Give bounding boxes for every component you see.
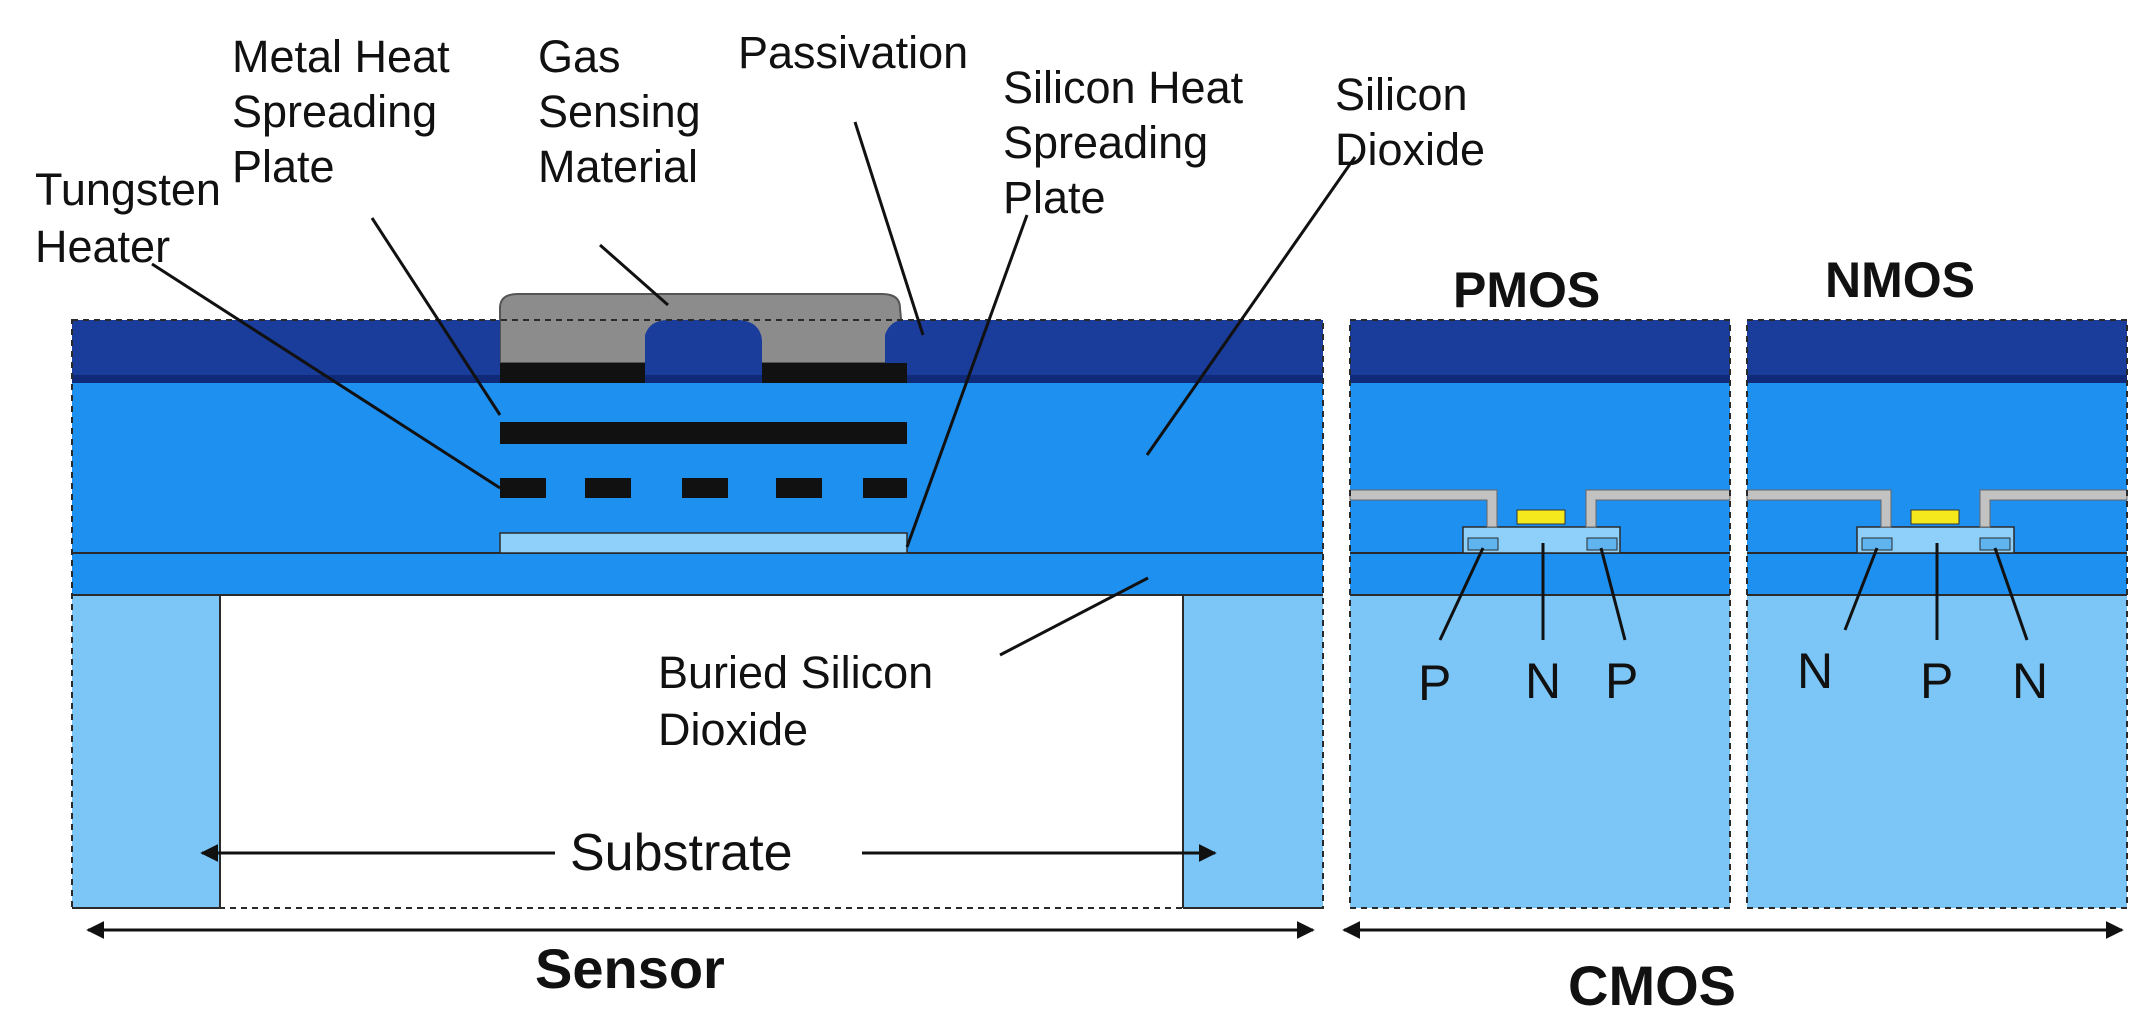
label-buried-line1: Buried Silicon: [658, 647, 933, 698]
label-passivation: Passivation: [738, 27, 968, 78]
leader-tungsten: [151, 262, 501, 490]
nmos-substrate: [1747, 595, 2127, 908]
label-sensor: Sensor: [535, 937, 725, 1000]
pmos-gate: [1516, 509, 1566, 525]
tungsten-heater-segment: [863, 478, 907, 498]
leader-pmos-left: [1438, 547, 1485, 641]
leader-metal-heat: [370, 217, 502, 416]
leader-passivation: [853, 121, 925, 336]
nmos-gate: [1910, 509, 1960, 525]
pmos-interconnect-left: [1349, 489, 1498, 528]
pmos-substrate: [1350, 595, 1730, 908]
sensor-cavity: [220, 595, 1183, 908]
sensor-substrate-right-pillar: [1183, 595, 1323, 908]
leader-pmos-right: [1599, 547, 1627, 641]
label-metal-heat-line3: Plate: [232, 141, 335, 192]
tungsten-heater-segment: [585, 478, 631, 498]
nmos-interconnect-right: [1979, 489, 2128, 528]
label-buried-line2: Dioxide: [658, 704, 808, 755]
metal-heat-spreading-plate: [500, 422, 907, 444]
tungsten-heater: [500, 478, 907, 498]
label-metal-heat-line1: Metal Heat: [232, 31, 450, 82]
dimension-arrows: [86, 844, 2124, 939]
sensor-substrate-left-pillar: [72, 595, 220, 908]
tungsten-heater-segment: [500, 478, 546, 498]
label-silicon-dioxide-line1: Silicon: [1335, 69, 1468, 120]
label-metal-heat-line2: Spreading: [232, 86, 437, 137]
label-nmos: NMOS: [1825, 252, 1975, 308]
label-silicon-heat-line2: Spreading: [1003, 117, 1208, 168]
nmos-junction-left: N: [1797, 643, 1833, 699]
leader-buried-oxide: [999, 576, 1149, 657]
nmos-oxide: [1747, 383, 2127, 553]
label-tungsten-line2: Heater: [35, 221, 170, 272]
pmos-passivation: [1350, 320, 1730, 383]
pmos-interconnect-right: [1585, 489, 1731, 528]
label-tungsten-line1: Tungsten: [35, 164, 221, 215]
tungsten-heater-segment: [682, 478, 728, 498]
metal-contact-pad-right: [762, 363, 907, 383]
metal-contact-pad-left: [500, 363, 645, 383]
label-gas-line1: Gas: [538, 31, 621, 82]
nmos-passivation: [1747, 320, 2127, 383]
leader-silicon-heat: [905, 214, 1029, 548]
label-silicon-heat-line3: Plate: [1003, 172, 1106, 223]
pmos-junction-mid: N: [1525, 653, 1561, 709]
nmos-interconnect-left: [1746, 489, 1892, 528]
pmos-buried-oxide: [1350, 553, 1730, 595]
label-pmos: PMOS: [1453, 262, 1600, 318]
leader-silicon-dioxide: [1145, 156, 1357, 456]
leader-gas-sensing: [599, 243, 669, 307]
tungsten-heater-segment: [776, 478, 822, 498]
pmos-oxide: [1350, 383, 1730, 553]
nmos-junction-mid: P: [1920, 653, 1953, 709]
labels: Metal Heat Spreading Plate Gas Sensing M…: [35, 27, 2048, 1017]
sensor-buried-oxide-layer: [72, 553, 1323, 595]
leader-nmos-left: [1843, 547, 1879, 631]
sensor-passivation-layer: [72, 320, 1323, 383]
pmos-section: [1349, 319, 1731, 909]
label-silicon-dioxide-line2: Dioxide: [1335, 124, 1485, 175]
label-substrate: Substrate: [570, 824, 793, 882]
silicon-heat-spreading-plate: [499, 532, 908, 554]
leader-lines: [151, 121, 2029, 657]
pmos-junction-right: P: [1605, 653, 1638, 709]
sensor-section: [71, 293, 1324, 909]
pmos-junction-left: P: [1418, 655, 1451, 711]
nmos-junction-right: N: [2012, 653, 2048, 709]
label-cmos: CMOS: [1568, 954, 1736, 1017]
label-silicon-heat-line1: Silicon Heat: [1003, 62, 1244, 113]
sensor-silicon-dioxide-layer: [72, 383, 1323, 553]
label-gas-line3: Material: [538, 141, 698, 192]
label-gas-line2: Sensing: [538, 86, 701, 137]
leader-nmos-right: [1993, 547, 2029, 641]
